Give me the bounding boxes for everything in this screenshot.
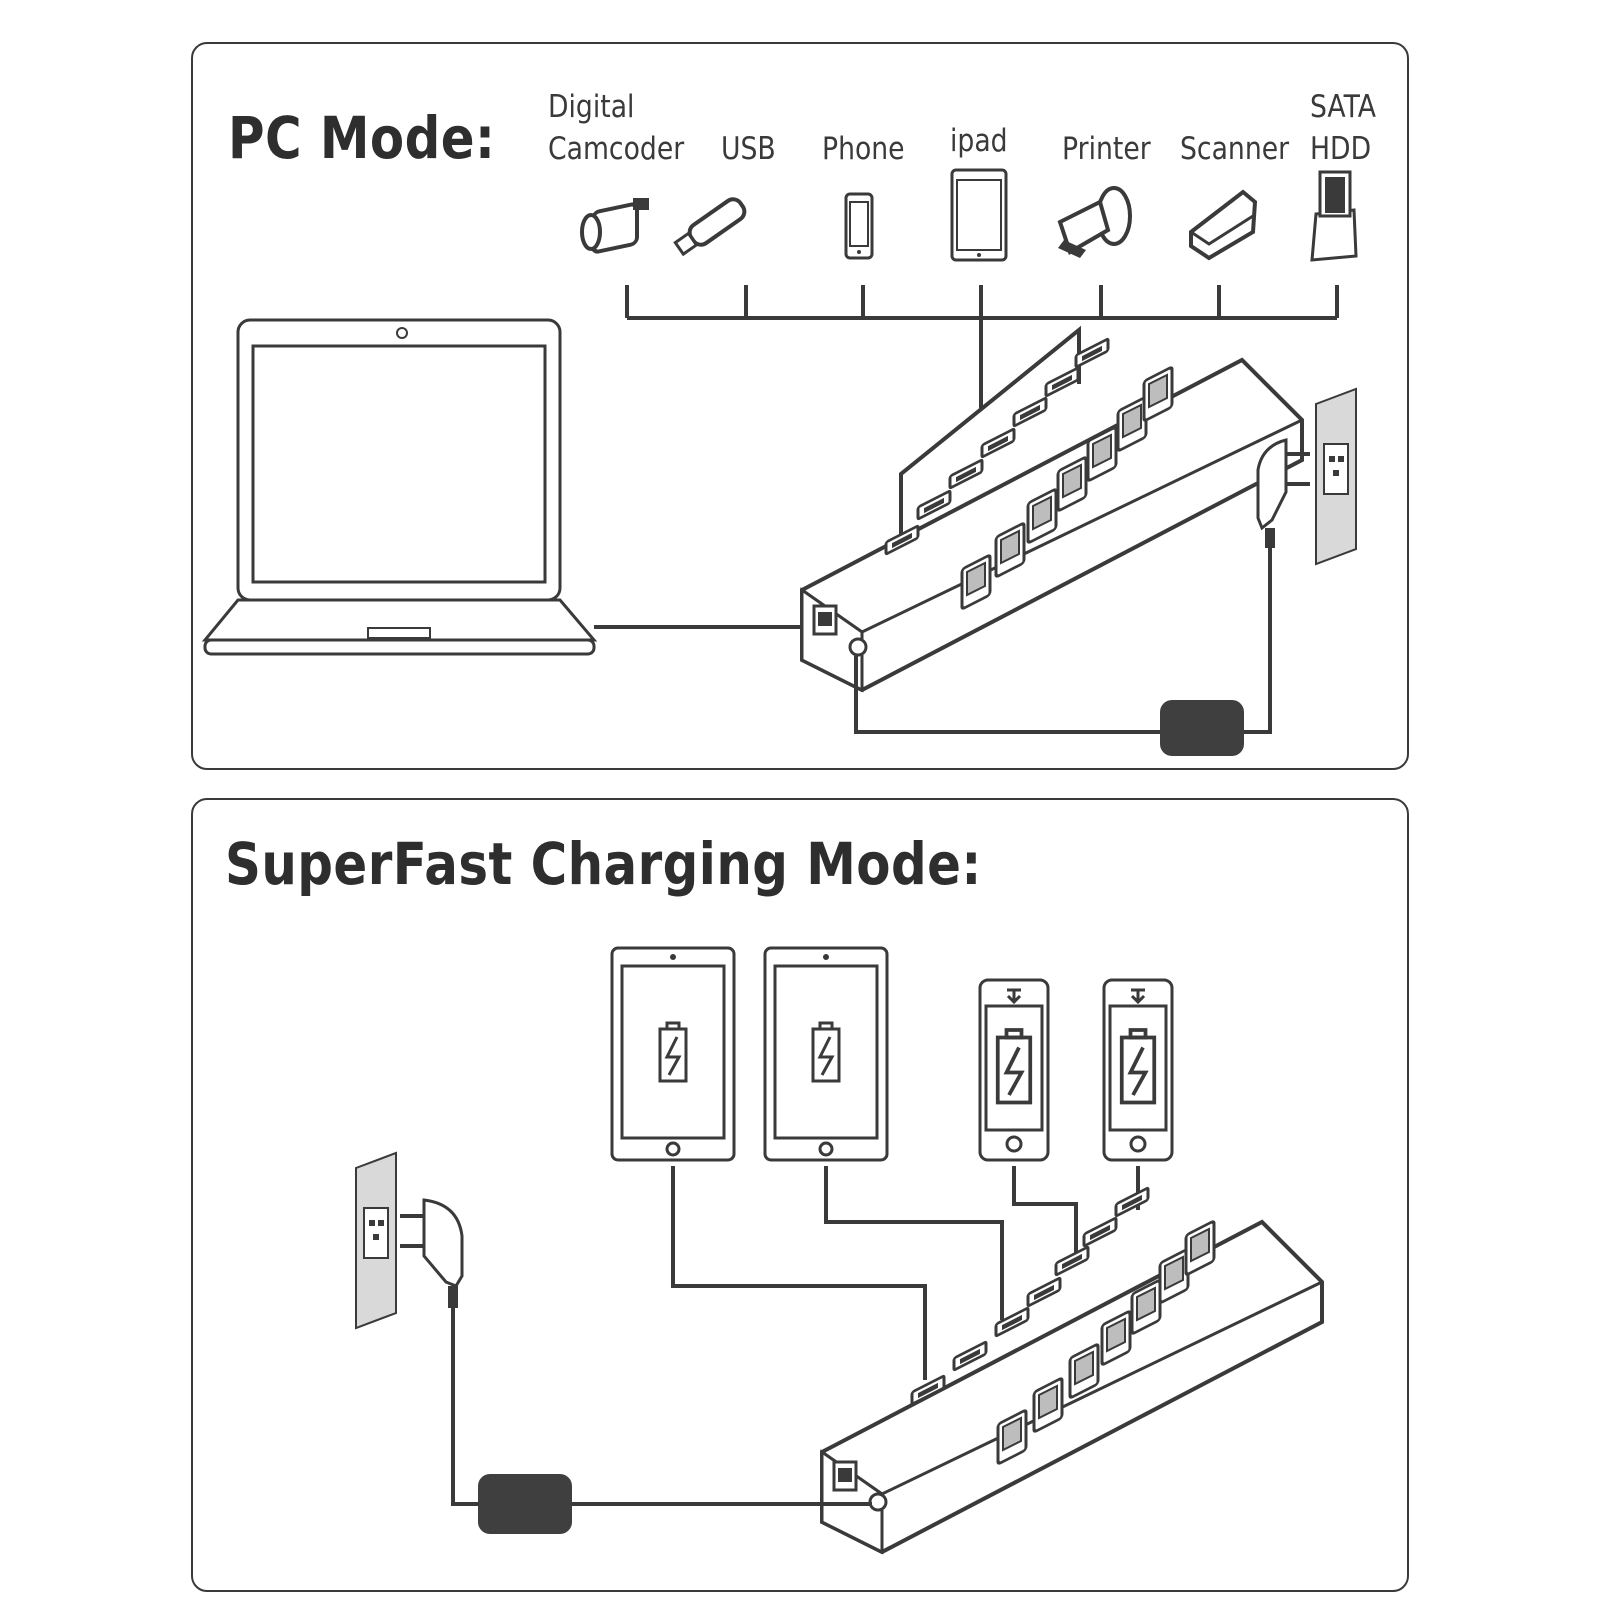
power-adapter [451, 1308, 872, 1534]
tablet-charging-icon [610, 946, 736, 1162]
device-label-printer: Printer [1062, 131, 1151, 167]
device-label-camcorder: Digital Camcoder [548, 86, 684, 170]
usb-hub-icon [820, 1186, 1324, 1554]
device-label-usb: USB [721, 131, 776, 167]
device-label-sata-hdd: SATA HDD [1310, 86, 1376, 170]
wall-socket-icon [1256, 388, 1357, 565]
scanner-icon [1189, 189, 1258, 261]
device-label-line: Camcoder [548, 131, 685, 167]
usb-stick-icon [673, 197, 747, 257]
device-label-line: Digital [548, 89, 635, 125]
phone-charging-icon [1102, 978, 1174, 1162]
device-label-line: SATA [1310, 89, 1377, 125]
device-label-ipad: ipad [950, 123, 1008, 159]
laptop-icon [201, 318, 598, 656]
device-label-phone: Phone [822, 131, 905, 167]
phone-charging-icon [978, 978, 1050, 1162]
usb-hub-icon [800, 337, 1304, 692]
phone-icon [844, 192, 874, 260]
charging-mode-title: SuperFast Charging Mode: [225, 830, 982, 898]
device-label-scanner: Scanner [1180, 131, 1290, 167]
device-label-line: HDD [1310, 131, 1372, 167]
power-adapter [854, 548, 1272, 756]
printer-icon [1057, 186, 1132, 258]
wall-socket-icon [355, 1152, 464, 1329]
tablet-charging-icon [763, 946, 889, 1162]
camcorder-icon [580, 198, 649, 254]
hdd-dock-icon [1310, 170, 1358, 262]
pc-mode-title: PC Mode: [228, 104, 496, 172]
tablet-icon [950, 168, 1008, 262]
